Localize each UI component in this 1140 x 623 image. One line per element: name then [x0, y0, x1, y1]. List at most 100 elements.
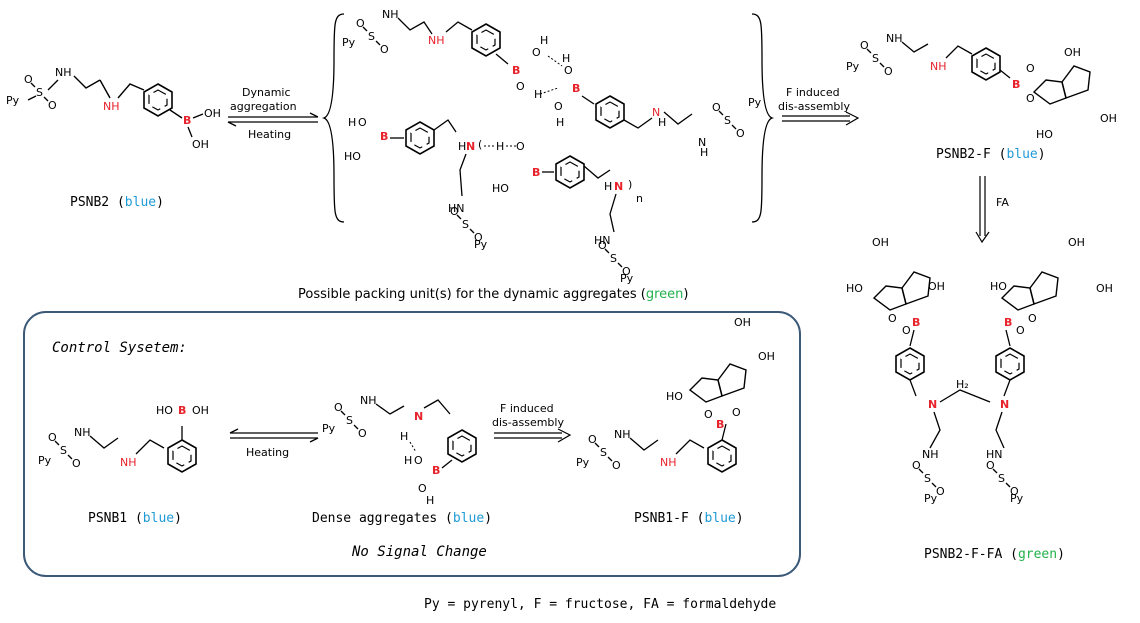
svg-text:O: O — [418, 482, 427, 495]
svg-text:Heating: Heating — [248, 128, 291, 141]
svg-text:O: O — [564, 64, 573, 77]
svg-text:H: H — [458, 140, 466, 153]
svg-text:H: H — [556, 116, 564, 129]
svg-text:NH: NH — [360, 394, 377, 407]
svg-text:H: H — [540, 34, 548, 47]
svg-text:Heating: Heating — [246, 446, 289, 459]
svg-text:OH: OH — [734, 316, 751, 329]
svg-text:NH: NH — [120, 456, 137, 469]
amide-nh-label: NH — [55, 66, 72, 79]
svg-text:HO: HO — [344, 150, 361, 163]
hydrogen-bonded-dimer: Py NH NH B O H O H O H B O H N H N H Py — [342, 8, 762, 159]
svg-text:(: ( — [478, 138, 482, 151]
svg-text:N: N — [1000, 398, 1009, 411]
svg-text:OH: OH — [192, 404, 209, 417]
svg-text:HO: HO — [156, 404, 173, 417]
svg-text:HO: HO — [846, 282, 863, 295]
svg-text:n: n — [636, 192, 643, 205]
svg-text:B: B — [512, 64, 520, 77]
psnb2-name: PSNB2 (blue) — [70, 195, 164, 210]
psnb1-f-name: PSNB1-F (blue) — [634, 511, 744, 526]
svg-text:B: B — [912, 316, 920, 329]
control-heating-arrow: Heating — [229, 428, 319, 459]
svg-text:HO: HO — [666, 390, 683, 403]
svg-text:Py: Py — [846, 60, 860, 73]
boron-atom: B — [183, 114, 191, 127]
svg-text:O: O — [358, 116, 367, 129]
svg-text:H: H — [562, 52, 570, 65]
svg-text:F induced: F induced — [500, 402, 554, 415]
svg-text:B: B — [380, 130, 388, 143]
svg-text:Py: Py — [38, 454, 52, 467]
svg-text:O: O — [1016, 324, 1025, 337]
psnb2-f-structure: Py NH NH B O O OH OH HO — [846, 32, 1117, 141]
svg-text:O: O — [554, 100, 563, 113]
svg-text:OH: OH — [872, 236, 889, 249]
svg-text:dis-assembly: dis-assembly — [492, 416, 564, 429]
svg-text:NH: NH — [382, 8, 399, 21]
svg-text:H: H — [534, 88, 542, 101]
svg-text:Py: Py — [342, 36, 356, 49]
svg-text:O: O — [1026, 92, 1035, 105]
svg-text:B: B — [1012, 78, 1020, 91]
svg-text:Dynamic: Dynamic — [242, 86, 291, 99]
svg-text:Py: Py — [620, 272, 634, 285]
svg-text:B: B — [178, 404, 186, 417]
chain-aggregate: H O B HO H N ( H O B HO H N ) n HN Py HN… — [344, 116, 643, 285]
svg-text:Py: Py — [1010, 492, 1024, 505]
svg-text:NH: NH — [660, 456, 677, 469]
f-induced-arrow: F induced dis-assembly — [778, 86, 860, 126]
svg-text:H₂: H₂ — [956, 378, 969, 391]
control-system-panel — [23, 311, 801, 577]
svg-text:O: O — [704, 408, 713, 421]
svg-text:O: O — [1028, 312, 1037, 325]
svg-text:O: O — [516, 140, 525, 153]
psnb2-f-name: PSNB2-F (blue) — [936, 147, 1046, 162]
svg-text:Py: Py — [322, 422, 336, 435]
psnb1-structure: Py NH NH HO B OH — [38, 404, 209, 473]
dense-aggregate-structure: Py NH N H H O B O H — [322, 394, 477, 507]
svg-text:NH: NH — [886, 32, 903, 45]
abbreviation-footnote: Py = pyrenyl, F = fructose, FA = formald… — [424, 597, 776, 612]
hydroxyl-label: OH — [192, 138, 209, 151]
svg-text:O: O — [888, 312, 897, 325]
svg-text:dis-assembly: dis-assembly — [778, 100, 850, 113]
svg-text:NH: NH — [930, 60, 947, 73]
svg-text:B: B — [532, 166, 540, 179]
svg-text:H: H — [426, 494, 434, 507]
svg-text:OH: OH — [1100, 112, 1117, 125]
svg-text:O: O — [1026, 62, 1035, 75]
amine-nh-label: NH — [103, 100, 120, 113]
svg-text:O: O — [414, 454, 423, 467]
psnb2-structure: Py NH NH B OH OH — [6, 66, 221, 151]
svg-text:B: B — [716, 418, 724, 431]
svg-text:NH: NH — [614, 428, 631, 441]
fa-arrow: FA — [975, 176, 1009, 244]
svg-text:N: N — [928, 398, 937, 411]
control-f-induced-arrow: F induced dis-assembly — [492, 402, 572, 443]
svg-text:Py: Py — [474, 238, 488, 251]
svg-text:O: O — [732, 406, 741, 419]
svg-text:B: B — [572, 82, 580, 95]
svg-text:N: N — [414, 410, 423, 423]
psnb2-f-fa-name: PSNB2-F-FA (green) — [924, 547, 1065, 562]
aggregation-equilibrium-arrow: Dynamic aggregation Heating — [227, 86, 319, 141]
svg-text:H: H — [496, 140, 504, 153]
svg-text:Py: Py — [924, 492, 938, 505]
svg-text:HO: HO — [990, 280, 1007, 293]
svg-text:aggregation: aggregation — [230, 100, 297, 113]
pyrenyl-label: Py — [6, 94, 20, 107]
aggregates-bracket — [321, 13, 775, 223]
svg-text:HO: HO — [492, 182, 509, 195]
svg-text:NH: NH — [74, 426, 91, 439]
control-system-title: Control Sysetem: — [52, 340, 187, 356]
svg-text:O: O — [532, 46, 541, 59]
svg-text:OH: OH — [1068, 236, 1085, 249]
psnb1-f-structure: Py NH NH O B O OH OH HO — [576, 316, 775, 473]
svg-text:OH: OH — [758, 350, 775, 363]
svg-text:NH: NH — [922, 448, 939, 461]
hydroxyl-label: OH — [204, 107, 221, 120]
svg-text:Py: Py — [748, 96, 762, 109]
svg-text:OH: OH — [1096, 282, 1113, 295]
